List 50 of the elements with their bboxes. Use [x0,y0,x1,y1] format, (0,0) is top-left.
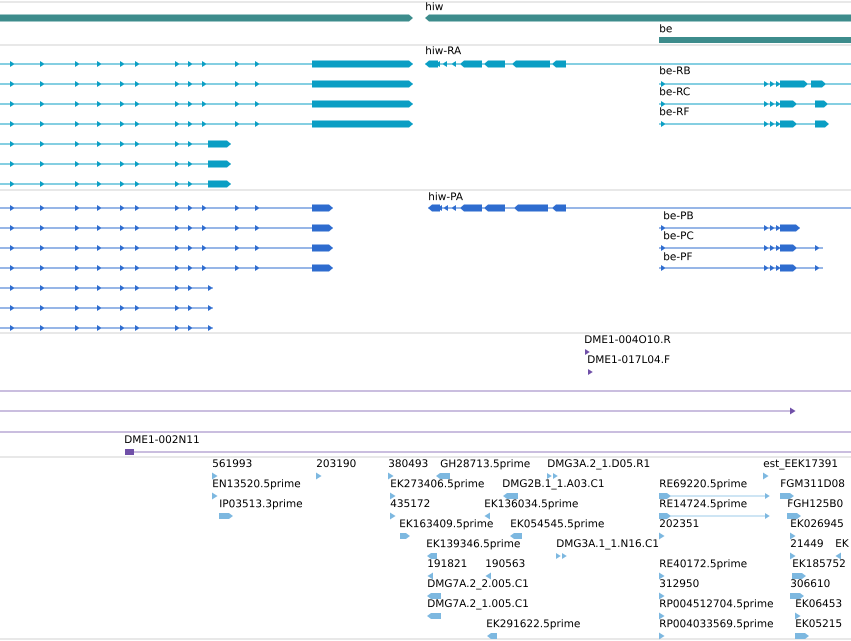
feature-label: DMG7A.2_1.005.C1 [428,599,528,610]
feature-label: 21449 [790,539,823,548]
feature-label: RP004033569.5prime [660,619,773,630]
feature-label: hiw-RA [426,46,462,54]
feature-label: RE14724.5prime [660,499,747,510]
feature-label: EK054545.5prime [511,519,604,530]
feature-label: 202351 [660,519,698,528]
feature-label: EK05215 [796,619,842,628]
feature-label: EK273406.5prime [391,479,484,490]
feature-label: 191821 [428,559,466,568]
feature-label: RE40172.5prime [660,559,747,570]
feature-label: be-PC [664,231,694,240]
feature-label: DMG3A.2_1.D05.R1 [548,459,650,470]
feature-label: DMG7A.2_2.005.C1 [428,579,528,590]
feature-label: IP03513.3prime [220,499,302,510]
feature-label: EN13520.5prime [213,479,300,490]
feature-label: 203190 [316,459,356,468]
feature-label: be-RB [660,66,690,74]
feature-label: hiw [426,2,443,10]
feature-label: EK06453 [796,599,842,608]
feature-label: RE69220.5prime [660,479,747,490]
feature-label: DMG3A.1_1.N16.C1 [557,539,658,550]
feature-label: 380493 [389,459,428,468]
feature-label: EK291622.5prime [487,619,580,630]
feature-label: FGM311D08 [781,479,844,488]
feature-label: EK139346.5prime [427,539,520,550]
feature-label: DME1-017L04.F [588,355,670,364]
feature-label: 190563 [486,559,524,568]
feature-label: DME1-004O10.R [585,335,670,344]
feature-label: 435172 [390,499,430,508]
feature-label: FGH125B0 [788,499,842,508]
feature-label: 306610 [791,579,830,588]
feature-label: EK185752 [793,559,845,568]
feature-label: hiw-PA [429,192,463,200]
feature-label: be-PF [664,252,692,260]
feature-label: RP004512704.5prime [660,599,773,610]
feature-label: DME1-002N11 [125,435,199,444]
feature-label: be-PB [664,211,693,220]
feature-label: 312950 [660,579,699,588]
feature-label: be [660,24,672,32]
feature-label: EK026945 [791,519,843,528]
feature-label: DMG2B.1_1.A03.C1 [503,479,604,490]
feature-label: est_EEK17391 [764,459,838,470]
feature-label: EK136034.5prime [485,499,578,510]
feature-label: EK [836,539,849,547]
feature-label: GH28713.5prime [440,459,530,470]
feature-label: be-RF [660,107,689,116]
feature-label: EK163409.5prime [400,519,493,530]
feature-label: be-RC [660,87,690,96]
feature-label: 561993 [213,459,252,468]
